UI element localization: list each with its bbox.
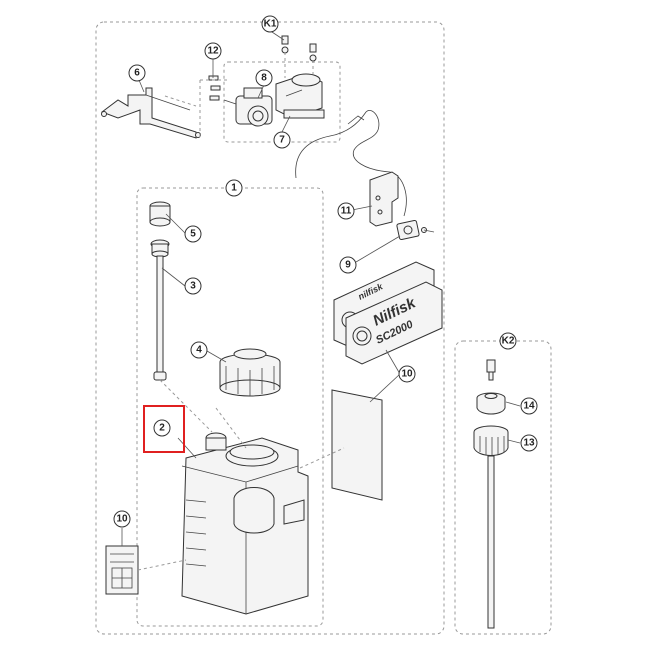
callout-13: 13 xyxy=(520,434,538,452)
callout-4-text: 4 xyxy=(196,345,202,356)
callout-1-text: 1 xyxy=(231,183,237,194)
callout-6-text: 6 xyxy=(134,68,140,79)
label-panel-front: Nilfisk SC2000 xyxy=(345,281,443,365)
part-14-cap xyxy=(476,392,506,415)
callout-3: 3 xyxy=(184,277,202,295)
part-8-pump xyxy=(223,87,273,127)
callout-13-text: 13 xyxy=(523,438,535,449)
callout-7-text: 7 xyxy=(279,135,285,146)
part-11-bracket xyxy=(369,171,399,227)
part-10-sticker xyxy=(105,545,139,595)
callout-14-text: 14 xyxy=(523,401,535,412)
highlight-part-2 xyxy=(143,405,185,453)
group-k1-outline xyxy=(95,21,445,635)
part-7-motor xyxy=(275,73,325,119)
callout-9: 9 xyxy=(339,256,357,274)
part-k2-tube xyxy=(487,455,495,629)
part-12-screws xyxy=(199,75,230,138)
part-6-rod-bracket xyxy=(100,87,201,139)
callout-7: 7 xyxy=(273,131,291,149)
part-5-cap xyxy=(149,201,171,227)
callout-3-text: 3 xyxy=(190,281,196,292)
callout-12-text: 12 xyxy=(207,46,219,57)
assembly-guides xyxy=(137,379,345,571)
callout-2-text: 2 xyxy=(159,423,165,434)
part-4-lid xyxy=(219,348,281,397)
callout-10-sticker: 10 xyxy=(113,510,131,528)
leader-lines xyxy=(121,31,521,546)
callout-12: 12 xyxy=(204,42,222,60)
callout-10-label-text: 10 xyxy=(401,369,413,380)
callout-11: 11 xyxy=(337,202,355,220)
callout-5: 5 xyxy=(184,225,202,243)
callout-5-text: 5 xyxy=(190,229,196,240)
callout-4: 4 xyxy=(190,341,208,359)
callout-k2: K2 xyxy=(499,332,517,350)
callout-1: 1 xyxy=(225,179,243,197)
part-10-label-sheet xyxy=(331,389,383,501)
part-3-suction-tube xyxy=(150,239,170,381)
motor-mounting-screws xyxy=(281,35,317,78)
callout-11-text: 11 xyxy=(341,206,352,217)
group-k2-outline xyxy=(454,340,552,635)
callout-k2-text: K2 xyxy=(502,336,515,347)
callout-8-text: 8 xyxy=(261,73,267,84)
callout-14: 14 xyxy=(520,397,538,415)
wire-harness xyxy=(295,110,407,217)
callout-k1-text: K1 xyxy=(264,19,277,30)
callout-k1: K1 xyxy=(261,15,279,33)
callout-9-text: 9 xyxy=(345,260,351,271)
part-13-collar xyxy=(473,425,509,456)
part-9-switch xyxy=(396,219,435,241)
callout-6: 6 xyxy=(128,64,146,82)
callout-2: 2 xyxy=(153,419,171,437)
part-k2-pin xyxy=(486,359,496,381)
callout-10-label: 10 xyxy=(398,365,416,383)
callout-8: 8 xyxy=(255,69,273,87)
callout-10-sticker-text: 10 xyxy=(116,514,128,525)
part-2-tank xyxy=(181,432,309,615)
